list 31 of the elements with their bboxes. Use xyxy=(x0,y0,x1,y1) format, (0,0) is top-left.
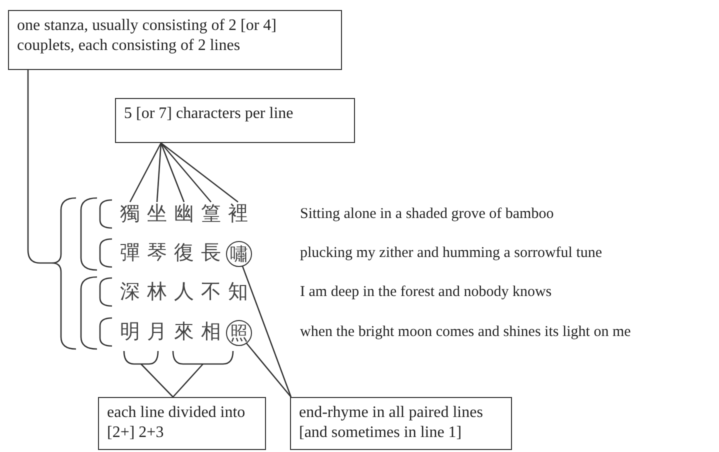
leader-line xyxy=(156,142,162,202)
chinese-character: 坐 xyxy=(145,202,169,226)
chinese-character: 裡 xyxy=(226,202,250,226)
leader-line xyxy=(172,364,204,398)
note-box: end-rhyme in all paired lines [and sometimes in line 1] xyxy=(290,397,512,450)
note-box: each line divided into [2+] 2+3 xyxy=(98,397,266,450)
circled-character: 嘯 xyxy=(226,241,252,267)
leader-line xyxy=(160,142,185,202)
circled-character: 照 xyxy=(226,320,252,346)
note-box: 5 [or 7] characters per line xyxy=(115,98,355,143)
poem-line: 深林人不知 xyxy=(120,280,255,304)
translation-text: plucking my zither and humming a sorrowful tune xyxy=(300,244,602,262)
poem-line: 明月來相 xyxy=(120,320,228,344)
leader-line xyxy=(160,142,212,202)
leader-line xyxy=(140,364,174,398)
leader-line xyxy=(27,70,52,264)
leader-line xyxy=(129,142,162,202)
poem-line: 彈琴復長 xyxy=(120,241,228,265)
bracket xyxy=(123,350,159,365)
translation-text: Sitting alone in a shaded grove of bamboo xyxy=(300,205,554,223)
bracket xyxy=(172,350,234,365)
translation-text: I am deep in the forest and nobody knows xyxy=(300,283,552,301)
leader-line xyxy=(160,142,238,203)
chinese-character: 幽 xyxy=(172,202,196,226)
chinese-character: 篁 xyxy=(199,202,223,226)
leader-line xyxy=(246,342,292,398)
note-box: one stanza, usually consisting of 2 [or 4] couplets, each consisting of 2 lines xyxy=(8,10,342,70)
translation-text: when the bright moon comes and shines its light on me xyxy=(300,323,631,341)
chinese-character: 獨 xyxy=(118,202,142,226)
leader-line xyxy=(242,266,292,398)
bracket xyxy=(51,197,76,350)
